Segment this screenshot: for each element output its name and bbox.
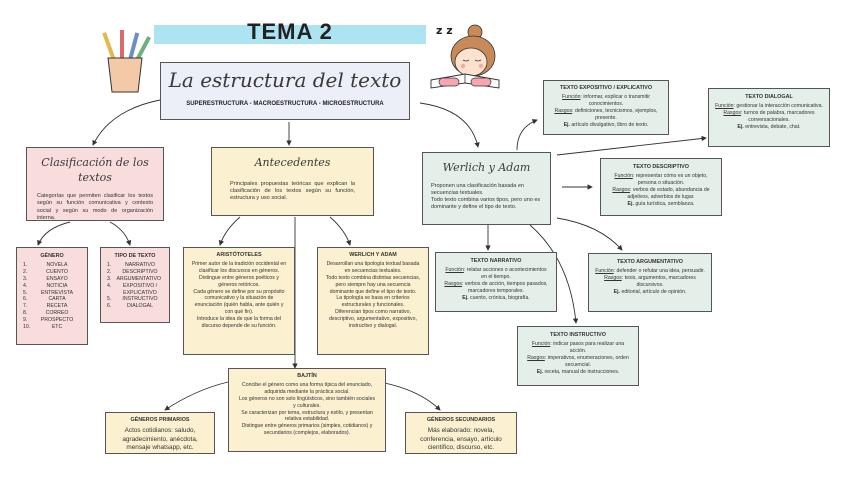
antecedentes-body: Principales propuestas teóricas que expl… <box>230 180 355 202</box>
pencil-cup-illustration <box>102 30 151 93</box>
texto-argumentativo-funcion: Función: defender o refutar una idea, pe… <box>595 268 705 275</box>
list-item: 6.DIALOGAL <box>107 303 153 310</box>
werlich-adam-box: Werlich y Adam Proponen una clasificació… <box>422 152 551 225</box>
bajtin-p4: Distingue entre géneros primarios (simpl… <box>241 423 373 437</box>
list-item: 2.CUENTO <box>23 268 68 275</box>
page-title: TEMA 2 <box>247 19 333 44</box>
texto-dialogal-rasgos: Rasgos: turnos de palabra, marcadores co… <box>723 109 815 123</box>
list-item: 3.ENSAYO <box>23 275 68 282</box>
generos-secundarios-body: Más elaborado: novela, conferencia, ensa… <box>420 427 502 452</box>
list-item: 9.PROSPECTO <box>23 317 74 323</box>
title-bar <box>154 25 426 44</box>
texto-argumentativo-ej: Ej. editorial, artículo de opinión. <box>613 288 687 295</box>
sleeping-girl-illustration <box>430 24 500 89</box>
texto-narrativo-box: TEXTO NARRATIVO Función: relatar accione… <box>435 252 557 312</box>
werlich-adam-body2: Todo texto combina varios tipos, pero un… <box>431 197 541 211</box>
werlich-adam-title: Werlich y Adam <box>442 161 531 174</box>
texto-dialogal-title: TEXTO DIALOGAL <box>745 94 793 100</box>
genero-title: GÉNERO <box>40 253 64 259</box>
texto-argumentativo-rasgos: Rasgos: tesis, argumentos, marcadores di… <box>604 274 696 288</box>
bajtin-title: BAJTÍN <box>297 373 317 379</box>
texto-instructivo-rasgos: Rasgos: imperativos, enumeraciones, orde… <box>527 354 629 368</box>
werlich-adam-detail-box: WERLICH Y ADAM Desarrollan una tipología… <box>317 247 429 355</box>
main-subtitle: SUPERESTRUCTURA - MACROESTRUCTURA - MICR… <box>186 101 384 108</box>
texto-narrativo-title: TEXTO NARRATIVO <box>470 258 522 264</box>
texto-narrativo-ej: Ej. cuento, crónica, biografía. <box>462 294 530 301</box>
aristoteles-p1: Primer autor de la tradición occidental … <box>191 261 287 288</box>
texto-expositivo-box: TEXTO EXPOSITIVO / EXPLICATIVO Función: … <box>543 80 669 135</box>
texto-dialogal-box: TEXTO DIALOGAL Función: gestionar la int… <box>708 88 830 147</box>
bajtin-p1: Concibe el género como una forma típica … <box>241 382 373 395</box>
werlich-adam-detail-p1: Desarrollan una tipología textual basada… <box>326 261 420 274</box>
werlich-adam-detail-p2: Todo texto combina distintas secuencias,… <box>325 274 421 295</box>
main-title: La estructura del texto <box>168 68 402 92</box>
list-item: 10.ETC <box>23 323 63 330</box>
texto-descriptivo-rasgos: Rasgos: verbos de estado, abundancia de … <box>612 186 710 200</box>
aristoteles-p2: Cada género se define por su propósito c… <box>193 288 285 316</box>
texto-instructivo-title: TEXTO INSTRUCTIVO <box>550 332 606 338</box>
texto-instructivo-funcion: Función: indicar pasos para realizar una… <box>531 341 625 354</box>
werlich-adam-detail-title: WERLICH Y ADAM <box>349 252 397 258</box>
clasificacion-title: Clasificación de los textos <box>41 156 149 184</box>
texto-dialogal-funcion: Función: gestionar la interacción comuni… <box>715 103 823 110</box>
genero-box: GÉNERO 1.NOVELA 2.CUENTO 3.ENSAYO 4.NOTI… <box>16 247 88 345</box>
generos-primarios-body: Actos cotidianos: saludo, agradecimiento… <box>122 427 198 452</box>
list-item: 5.INSTRUCTIVO <box>107 296 158 303</box>
texto-descriptivo-ej: Ej. guía turística, semblanza. <box>627 200 695 207</box>
list-item: 3.ARGUMENTATIVO <box>107 275 161 282</box>
list-item: 5.ENTREVISTA <box>23 289 74 296</box>
clasificacion-body: Categorías que permiten clasificar los t… <box>37 193 153 221</box>
generos-primarios-box: GÉNEROS PRIMARIOS Actos cotidianos: salu… <box>105 412 215 454</box>
texto-descriptivo-title: TEXTO DESCRIPTIVO <box>633 164 689 170</box>
texto-narrativo-funcion: Función: relatar acciones o acontecimien… <box>445 267 547 280</box>
list-item: 6.CARTA <box>23 296 66 303</box>
texto-descriptivo-funcion: Función: representar cómo es un objeto, … <box>614 173 708 186</box>
tipo-texto-box: TIPO DE TEXTO 1.NARRATIVO 2.DESCRIPTIVO … <box>100 247 170 323</box>
bajtin-p3: Se caracterizan por tema, estructura y e… <box>241 409 373 423</box>
antecedentes-title: Antecedentes <box>254 156 331 169</box>
aristoteles-title: ARISTÓTOTELES <box>216 252 262 258</box>
main-title-box: La estructura del texto SUPERESTRUCTURA … <box>160 62 410 120</box>
bajtin-box: BAJTÍN Concibe el género como una forma … <box>228 368 386 452</box>
texto-dialogal-ej: Ej. entrevista, debate, chat. <box>737 123 801 130</box>
generos-primarios-title: GÉNEROS PRIMARIOS <box>130 417 190 423</box>
aristoteles-p3: Introduce la idea de que la forma del di… <box>196 316 282 329</box>
clasificacion-box: Clasificación de los textos Categorías q… <box>26 147 164 221</box>
texto-narrativo-rasgos: Rasgos: verbos de acción, tiempos pasado… <box>444 280 548 294</box>
aristoteles-box: ARISTÓTOTELES Primer autor de la tradici… <box>183 247 295 355</box>
tipo-texto-title: TIPO DE TEXTO <box>114 253 156 259</box>
texto-expositivo-rasgos: Rasgos: definiciones, tecnicismos, ejemp… <box>554 107 658 121</box>
texto-descriptivo-box: TEXTO DESCRIPTIVO Función: representar c… <box>600 158 722 216</box>
bajtin-p2: Los géneros no son solo lingüísticos, si… <box>238 395 376 409</box>
tipo-texto-list: 1.NARRATIVO 2.DESCRIPTIVO 3.ARGUMENTATIV… <box>101 262 169 310</box>
texto-expositivo-funcion: Función: informar, explicar o transmitir… <box>562 94 650 107</box>
generos-secundarios-box: GÉNEROS SECUNDARIOS Más elaborado: novel… <box>405 412 517 454</box>
texto-instructivo-box: TEXTO INSTRUCTIVO Función: indicar pasos… <box>517 326 639 386</box>
texto-expositivo-ej: Ej. artículo divulgativo, libro de texto… <box>563 121 649 128</box>
texto-instructivo-ej: Ej. receta, manual de instrucciones. <box>536 368 620 375</box>
list-item: 4.NOTICIA <box>23 282 68 289</box>
antecedentes-box: Antecedentes Principales propuestas teór… <box>211 147 374 216</box>
list-item: 2.DESCRIPTIVO <box>107 268 158 275</box>
werlich-adam-detail-p3: La tipología se basa en criterios estruc… <box>336 295 410 309</box>
list-item: 7.RECETA <box>23 303 68 310</box>
sleep-zz: z z <box>436 24 453 37</box>
texto-argumentativo-box: TEXTO ARGUMENTATIVO Función: defender o … <box>588 253 712 312</box>
list-item: 8.CORREO <box>23 310 69 317</box>
generos-secundarios-title: GÉNEROS SECUNDARIOS <box>426 417 496 423</box>
texto-argumentativo-title: TEXTO ARGUMENTATIVO <box>617 259 683 265</box>
texto-expositivo-title: TEXTO EXPOSITIVO / EXPLICATIVO <box>559 85 653 91</box>
list-item: 1.NARRATIVO <box>107 262 155 269</box>
genero-list: 1.NOVELA 2.CUENTO 3.ENSAYO 4.NOTICIA 5.E… <box>17 262 87 331</box>
list-item: 1.NOVELA <box>23 262 68 269</box>
werlich-adam-body1: Proponen una clasificación basada en sec… <box>431 182 524 196</box>
list-item: 4.EXPOSITIVO / EXPLICATIVO <box>107 282 158 296</box>
werlich-adam-detail-p4: Diferencian tipos como narrativo, descri… <box>329 309 417 329</box>
